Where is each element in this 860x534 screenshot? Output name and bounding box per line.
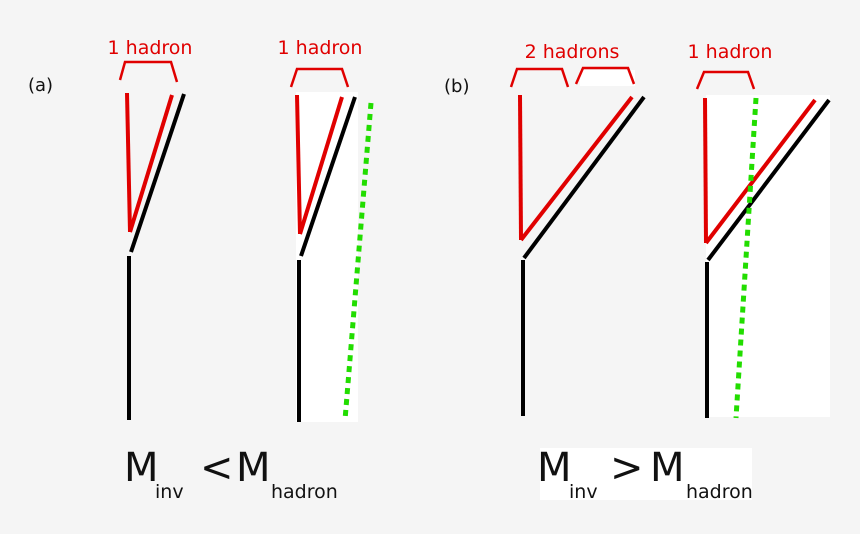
parton-line-diagonal: [706, 98, 831, 262]
equation-b-operator: >: [610, 445, 644, 491]
equation-b-rhs-sub: hadron: [686, 481, 753, 503]
bracket-a1: [118, 60, 179, 83]
quark-line-right: [298, 96, 344, 235]
panel-label-a: (a): [28, 75, 53, 96]
equation-b-rhs: M: [650, 445, 685, 491]
quark-line-left: [518, 94, 523, 241]
quark-line-left: [703, 97, 708, 244]
highlight-box-b2: [706, 95, 830, 417]
quark-line-right: [519, 95, 634, 242]
bracket-label-b1: 2 hadrons: [525, 41, 620, 63]
jet-diagram-b1: [518, 94, 646, 416]
jet-axis-dotted: [733, 97, 759, 419]
bracket-a2: [289, 67, 350, 88]
bracket-b3: [695, 70, 756, 90]
equation-a: M inv < M hadron: [124, 445, 338, 503]
parton-line-diagonal: [299, 96, 357, 257]
highlight-box-b1: [580, 70, 635, 86]
highlight-box-b-eq: [540, 448, 752, 500]
equation-b-lhs: M: [537, 445, 572, 491]
bracket-label-a2: 1 hadron: [278, 37, 363, 59]
jet-diagram-a1: [125, 92, 186, 420]
jet-diagram-a2: [295, 94, 374, 422]
bracket-b1: [509, 67, 570, 88]
equation-b-lhs-sub: inv: [569, 481, 598, 503]
jet-diagram-b2: [703, 97, 831, 419]
quark-line-left: [125, 92, 132, 233]
equation-a-lhs-sub: inv: [155, 481, 184, 503]
bracket-label-b2: 1 hadron: [688, 41, 773, 63]
panel-label-b: (b): [444, 76, 469, 97]
equation-a-operator: <: [200, 445, 234, 491]
parton-line-diagonal: [522, 95, 646, 260]
quark-line-right: [128, 94, 174, 233]
parton-line-diagonal: [129, 93, 186, 253]
equation-a-rhs-sub: hadron: [271, 481, 338, 503]
equation-a-lhs: M: [124, 445, 159, 491]
bracket-b2: [574, 66, 636, 85]
quark-line-left: [295, 94, 302, 235]
quark-line-right: [704, 98, 817, 245]
equation-b: M inv > M hadron: [537, 445, 753, 503]
equation-a-rhs: M: [236, 445, 271, 491]
jet-axis-dotted: [342, 102, 374, 421]
bracket-label-a1: 1 hadron: [108, 37, 193, 59]
